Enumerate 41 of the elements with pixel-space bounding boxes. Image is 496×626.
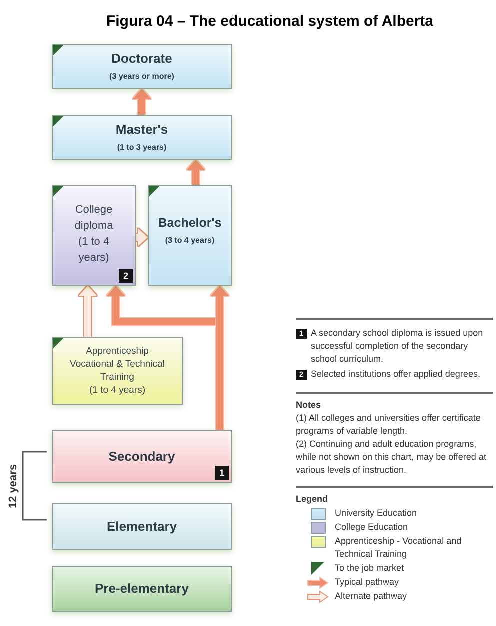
dimension-label: 12 years [6, 463, 20, 511]
level-title: Master's [116, 122, 168, 138]
legend-label: University Education [335, 507, 418, 520]
legend-label: To the job market [335, 562, 406, 575]
level-box [52, 566, 232, 612]
level-title: Secondary [108, 448, 176, 464]
level-box [52, 503, 232, 550]
level-box [52, 44, 232, 89]
level-box [148, 185, 232, 286]
level-box [52, 337, 183, 405]
legend-label: Alternate pathway [335, 590, 408, 603]
pathway-arrow [136, 228, 148, 246]
duration-text: (1 to 3 years) [117, 142, 167, 153]
section-heading: Notes [296, 399, 322, 412]
diagram-title: Figura 04 – The educational system of Alberta [105, 13, 435, 31]
level-box [52, 430, 232, 483]
footnote-text: Selected institutions offer applied degrees. [311, 368, 480, 381]
duration-text: (3 years or more) [110, 71, 174, 82]
section-heading: Legend [296, 493, 330, 506]
level-title: Pre-elementary [95, 581, 189, 597]
level-title: Elementary [106, 518, 178, 534]
footnote-marker: 1 [215, 466, 229, 480]
level-title: Doctorate [112, 51, 172, 67]
legend-label: Apprenticeship - Vocational and Technical Training [335, 535, 463, 561]
legend-label: College Education [335, 521, 410, 534]
note-text: (2) Continuing and adult education programs, while not shown on this chart, may be offered at various levels of instruction. [296, 438, 488, 477]
footnote-text: A secondary school diploma is issued upon successful completion of the secondary school curriculum. [311, 327, 484, 366]
pathway-arrow [187, 160, 205, 185]
level-text: (1 to 4 years) [77, 234, 111, 266]
note-text: (1) All colleges and universities offer certificate programs of variable length. [296, 412, 482, 438]
footnote-marker: 2 [119, 269, 133, 283]
legend-label: Typical pathway [335, 576, 400, 589]
pathway-arrow [133, 89, 151, 115]
level-title: Bachelor's [158, 215, 222, 231]
level-text: (1 to 4 years) [88, 384, 146, 397]
level-box [52, 185, 136, 286]
pathway-arrow [79, 286, 97, 337]
level-box [52, 115, 232, 160]
level-text: College diploma [74, 202, 114, 234]
duration-text: (3 to 4 years) [165, 235, 215, 246]
level-text: Apprenticeship Vocational & Technical Training [69, 345, 166, 384]
